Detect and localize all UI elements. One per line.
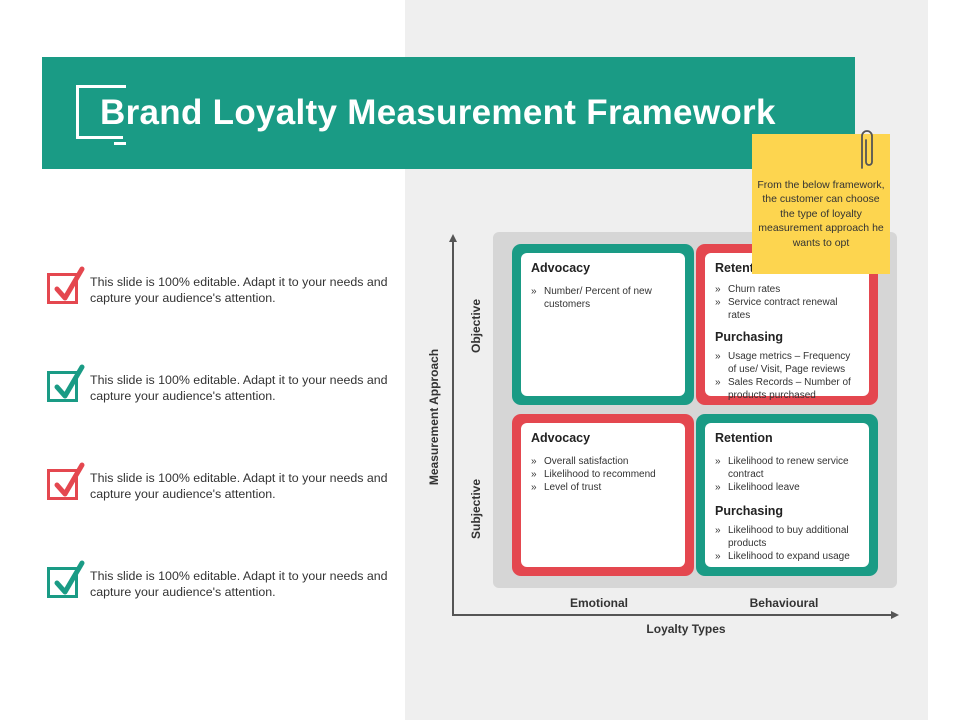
- page-title: Brand Loyalty Measurement Framework: [100, 93, 776, 132]
- checklist-text: This slide is 100% editable. Adapt it to…: [90, 373, 388, 403]
- quadrant-heading: Purchasing: [715, 504, 784, 518]
- quadrant-list: »Usage metrics – Frequency of use/ Visit…: [715, 350, 859, 402]
- checkbox-green: [47, 364, 85, 402]
- quadrant-list: »Likelihood to buy additional products »…: [715, 524, 859, 563]
- y-axis-title: Measurement Approach: [427, 348, 441, 486]
- list-item: »Likelihood to recommend: [531, 469, 656, 480]
- quadrant-content: Advocacy »Overall satisfaction »Likeliho…: [521, 423, 685, 567]
- x-axis-label-emotional: Emotional: [569, 596, 628, 610]
- quadrant-list: »Churn rates »Service contract renewal r…: [715, 283, 859, 322]
- quadrant-heading: Purchasing: [715, 330, 784, 344]
- quadrant-list: »Overall satisfaction »Likelihood to rec…: [531, 455, 675, 494]
- checklist-text: This slide is 100% editable. Adapt it to…: [90, 275, 388, 305]
- checkmark-icon: [54, 462, 85, 497]
- list-item: »Sales Records – Number of products purc…: [715, 377, 851, 401]
- paperclip-icon: [861, 130, 873, 169]
- x-axis-arrow-icon: [891, 611, 899, 619]
- quadrant-heading: Retention: [715, 431, 773, 445]
- y-axis-label-subjective: Subjective: [469, 478, 483, 540]
- quadrant-content: Retention »Churn rates »Service contract…: [705, 253, 869, 401]
- x-axis-line: [452, 614, 894, 616]
- x-axis-title: Loyalty Types: [646, 622, 726, 636]
- checklist-item: This slide is 100% editable. Adapt it to…: [46, 266, 396, 310]
- quadrant-subjective-behavioural: Retention »Likelihood to renew service c…: [696, 414, 878, 576]
- list-item: »Likelihood to renew service contract: [715, 456, 849, 480]
- checkbox-green: [47, 560, 85, 598]
- checkmark-icon: [54, 560, 85, 595]
- checklist-text: This slide is 100% editable. Adapt it to…: [90, 471, 388, 501]
- list-item: »Likelihood to expand usage: [715, 551, 850, 562]
- x-axis-label-behavioural: Behavioural: [749, 596, 819, 610]
- list-item: »Service contract renewal rates: [715, 297, 838, 321]
- sticky-note: From the below framework, the customer c…: [752, 134, 890, 274]
- y-axis-label-objective: Objective: [469, 298, 483, 354]
- list-item: »Likelihood leave: [715, 482, 800, 493]
- quadrant-subjective-emotional: Advocacy »Overall satisfaction »Likeliho…: [512, 414, 694, 576]
- quadrant-heading: Advocacy: [531, 431, 591, 445]
- list-item: »Number/ Percent of new customers: [531, 286, 652, 310]
- list-item: »Likelihood to buy additional products: [715, 525, 849, 549]
- checklist-item: This slide is 100% editable. Adapt it to…: [46, 560, 396, 604]
- title-bracket-decoration: [76, 85, 126, 145]
- quadrant-objective-emotional: Advocacy »Number/ Percent of new custome…: [512, 244, 694, 405]
- quadrant-list: »Likelihood to renew service contract »L…: [715, 455, 859, 494]
- list-item: »Overall satisfaction: [531, 456, 629, 467]
- y-axis-line: [452, 238, 454, 616]
- checkmark-icon: [54, 364, 85, 399]
- quadrant-list: »Number/ Percent of new customers: [531, 285, 675, 311]
- checklist-text: This slide is 100% editable. Adapt it to…: [90, 569, 388, 599]
- list-item: »Usage metrics – Frequency of use/ Visit…: [715, 351, 851, 375]
- checkbox-red: [47, 266, 85, 304]
- checkbox-red: [47, 462, 85, 500]
- list-item: »Churn rates: [715, 284, 781, 295]
- quadrant-heading: Advocacy: [531, 261, 591, 275]
- checklist-item: This slide is 100% editable. Adapt it to…: [46, 364, 396, 408]
- quadrant-content: Advocacy »Number/ Percent of new custome…: [521, 253, 685, 396]
- checkmark-icon: [54, 266, 85, 301]
- list-item: »Level of trust: [531, 482, 602, 493]
- checklist-item: This slide is 100% editable. Adapt it to…: [46, 462, 396, 506]
- sticky-note-text: From the below framework, the customer c…: [757, 179, 885, 249]
- title-banner: Brand Loyalty Measurement Framework: [42, 57, 855, 169]
- quadrant-content: Retention »Likelihood to renew service c…: [705, 423, 869, 567]
- y-axis-arrow-icon: [449, 234, 457, 242]
